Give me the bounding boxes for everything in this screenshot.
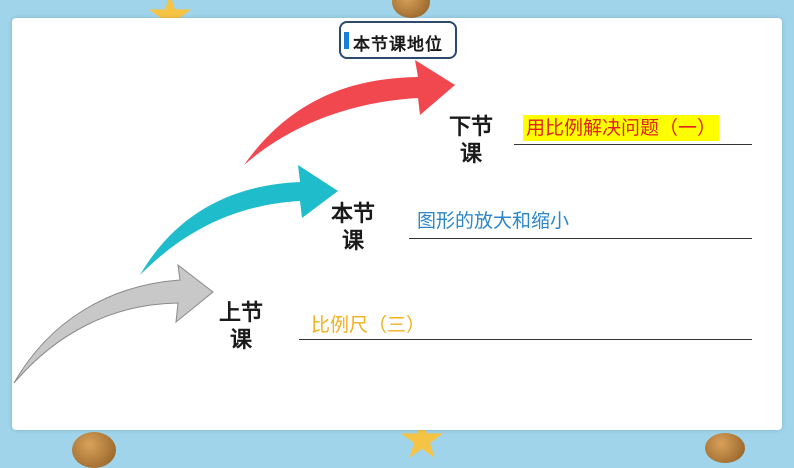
next-lesson-underline: [514, 144, 752, 145]
ball-decoration-top: [392, 0, 430, 18]
current-lesson-underline: [409, 238, 752, 239]
previous-lesson-label: 上节 课: [218, 301, 263, 353]
previous-lesson-underline: [299, 339, 752, 340]
slide-title-tag: 本节课地位: [339, 21, 457, 59]
current-lesson-topic: 图形的放大和缩小: [417, 210, 570, 232]
next-lesson-topic: 用比例解决问题（一）: [523, 115, 720, 141]
next-lesson-arrow: [244, 60, 455, 165]
title-accent-bar: [344, 32, 349, 49]
previous-lesson-arrow: [13, 263, 214, 384]
previous-lesson-topic: 比例尺（三）: [311, 314, 426, 336]
slide-title: 本节课地位: [353, 35, 443, 55]
current-lesson-label: 本节 课: [330, 202, 375, 254]
current-lesson-arrow: [140, 165, 338, 275]
next-lesson-label: 下节 课: [448, 115, 493, 167]
progression-arrows: [13, 60, 455, 384]
